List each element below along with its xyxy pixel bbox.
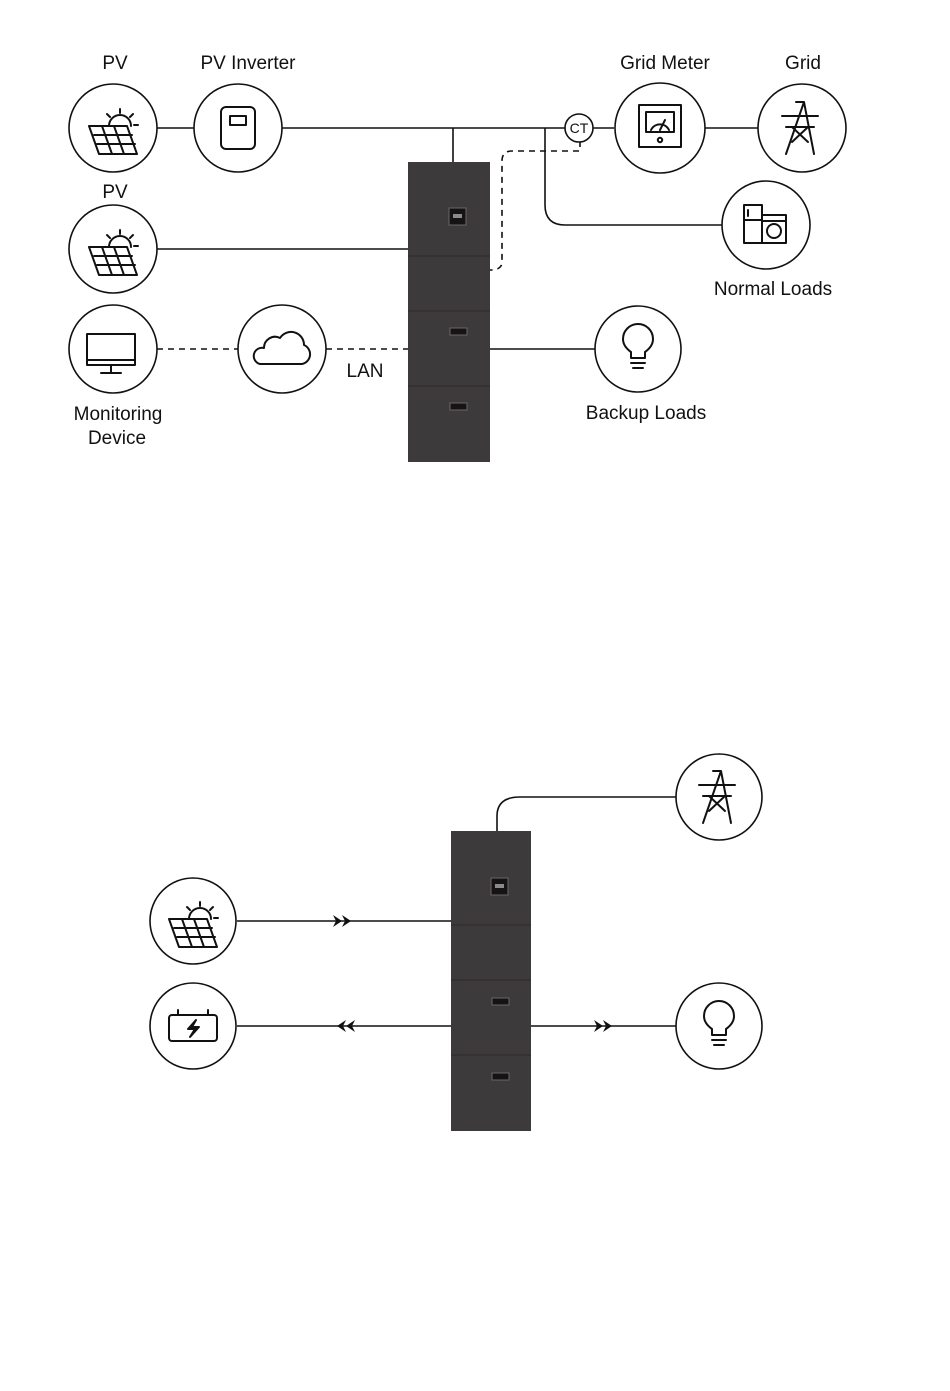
grid-meter-label: Grid Meter xyxy=(620,53,710,74)
wire-unit-to-grid xyxy=(497,797,676,831)
monitoring-device-node xyxy=(69,305,157,393)
cloud-node xyxy=(238,305,326,393)
pv-top-label: PV xyxy=(102,53,128,74)
pv-inverter-label: PV Inverter xyxy=(200,53,296,74)
diagram-1: CT PV PV I xyxy=(69,53,846,462)
pv-inverter-node xyxy=(194,84,282,172)
monitoring-label-line1: Monitoring xyxy=(74,404,163,425)
load-node-2 xyxy=(676,983,762,1069)
ct-signal-dashed xyxy=(490,141,580,270)
battery-indicator-1 xyxy=(492,998,509,1005)
normal-loads-node xyxy=(722,181,810,269)
lan-label: LAN xyxy=(347,361,384,382)
normal-loads-label: Normal Loads xyxy=(714,279,832,300)
energy-storage-unit xyxy=(408,162,490,462)
grid-label: Grid xyxy=(785,53,821,74)
backup-loads-label: Backup Loads xyxy=(586,403,706,424)
pv-mid-node xyxy=(69,205,157,293)
pv-mid-label: PV xyxy=(102,182,128,203)
monitoring-label-line2: Device xyxy=(88,428,146,449)
backup-loads-node xyxy=(595,306,681,392)
ct-label: CT xyxy=(570,120,589,136)
battery-indicator-2 xyxy=(492,1073,509,1080)
battery-indicator-1 xyxy=(450,328,467,335)
battery-indicator-2 xyxy=(450,403,467,410)
pv-node-2 xyxy=(150,878,236,964)
diagram-2 xyxy=(150,754,762,1131)
pv-top-node xyxy=(69,84,157,172)
energy-storage-unit-2 xyxy=(451,831,531,1131)
